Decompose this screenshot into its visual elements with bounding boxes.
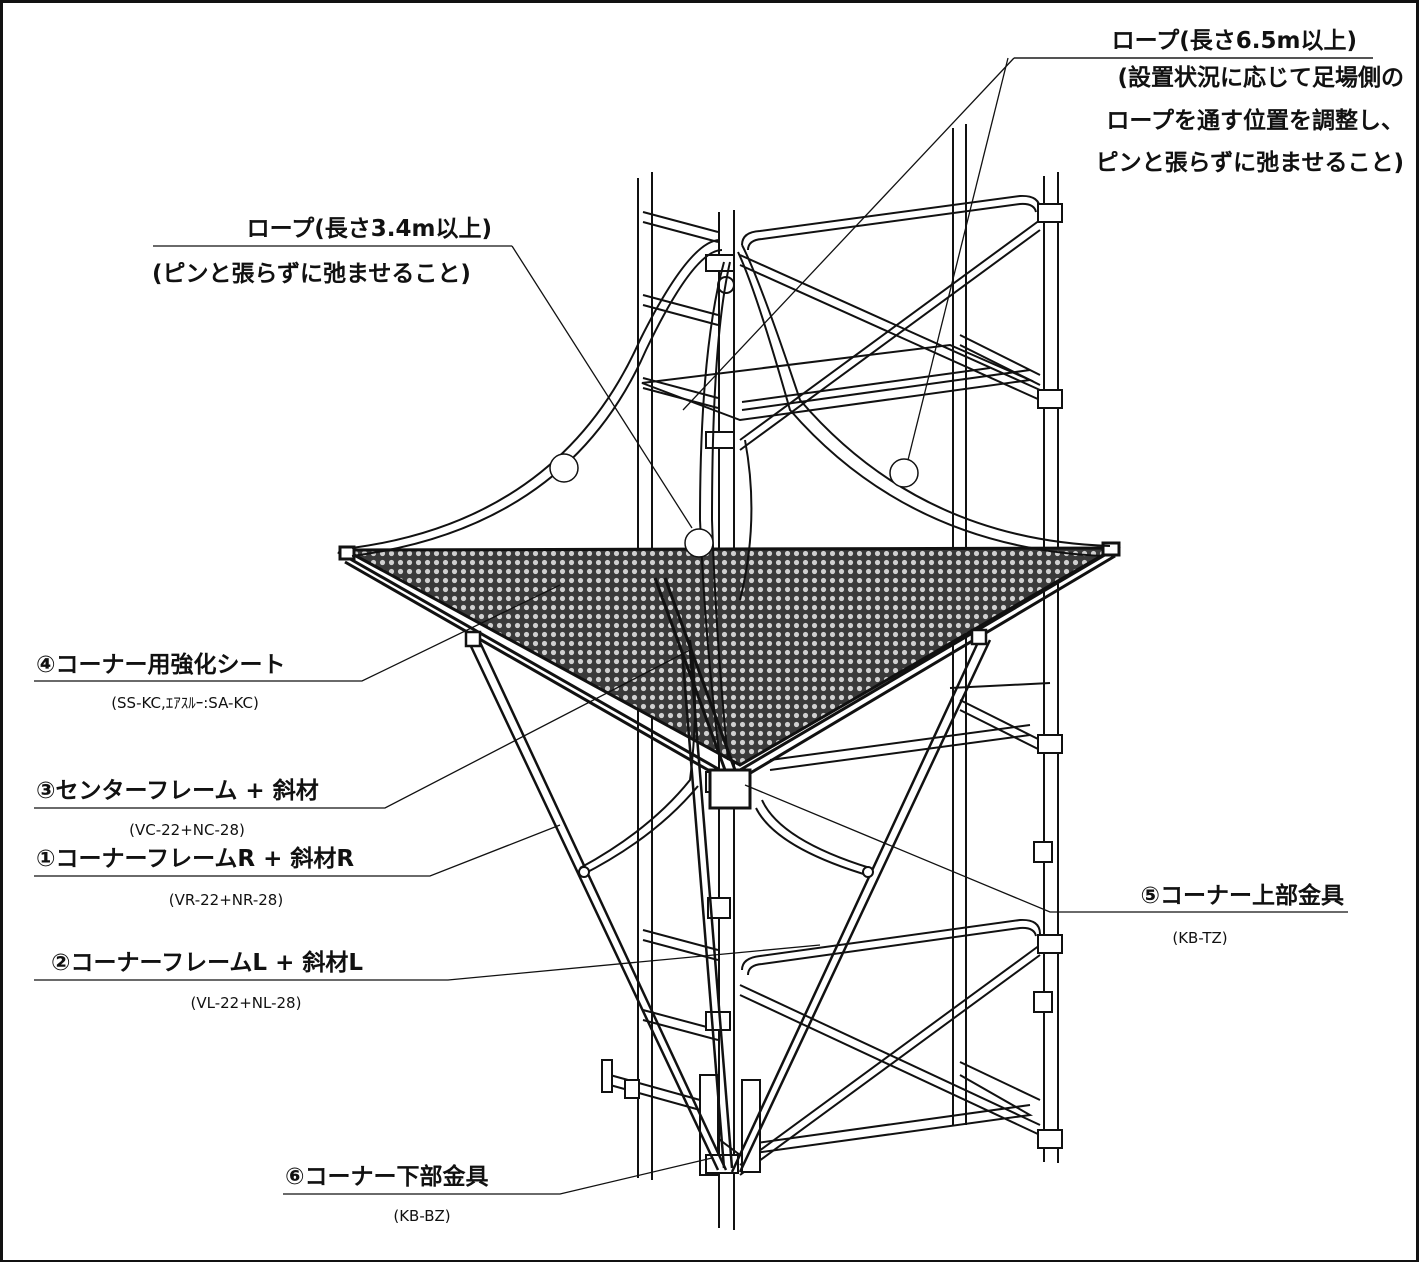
reinforced-sheet — [344, 546, 1121, 767]
corner-frames — [337, 541, 1121, 810]
diagonal-struts — [464, 628, 992, 1173]
part6-code: (KB-BZ) — [393, 1207, 450, 1225]
part3-name: ③センターフレーム + 斜材 — [36, 778, 319, 804]
part6-name: ⑥コーナー下部金具 — [285, 1163, 488, 1190]
scaffold-structure — [601, 124, 1059, 1230]
rope-marker-circle — [549, 453, 579, 483]
part4-name: ④コーナー用強化シート — [36, 651, 285, 678]
rope-short-note: (ピンと張らずに弛ませること) — [152, 260, 471, 287]
ropes — [351, 239, 1111, 877]
part2-name: ②コーナーフレームL + 斜材L — [51, 950, 363, 976]
part5-code: (KB-TZ) — [1172, 929, 1227, 947]
part1-name: ①コーナーフレームR + 斜材R — [36, 846, 354, 872]
rope-long-note-1: (設置状況に応じて足場側の — [1117, 64, 1404, 91]
rope-long-note-3: ピンと張らずに弛ませること) — [1096, 149, 1404, 176]
rope-marker-circle — [889, 458, 919, 488]
part1-code: (VR-22+NR-28) — [169, 891, 283, 909]
strut-joint — [862, 866, 874, 878]
part5-name: ⑤コーナー上部金具 — [1141, 882, 1344, 909]
rope-marker-circle — [684, 528, 714, 558]
rope-long-note-2: ロープを通す位置を調整し、 — [1106, 107, 1404, 134]
rope-short-title: ロープ(長さ3.4m以上) — [247, 216, 492, 242]
part3-code: (VC-22+NC-28) — [129, 821, 245, 839]
part4-code: (SS-KC,ｴｱｽﾙｰ:SA-KC) — [111, 694, 259, 712]
leader-lines — [34, 57, 1373, 1195]
rope-long-title: ロープ(長さ6.5m以上) — [1112, 28, 1357, 54]
part2-code: (VL-22+NL-28) — [191, 994, 302, 1012]
strut-joint — [578, 866, 590, 878]
